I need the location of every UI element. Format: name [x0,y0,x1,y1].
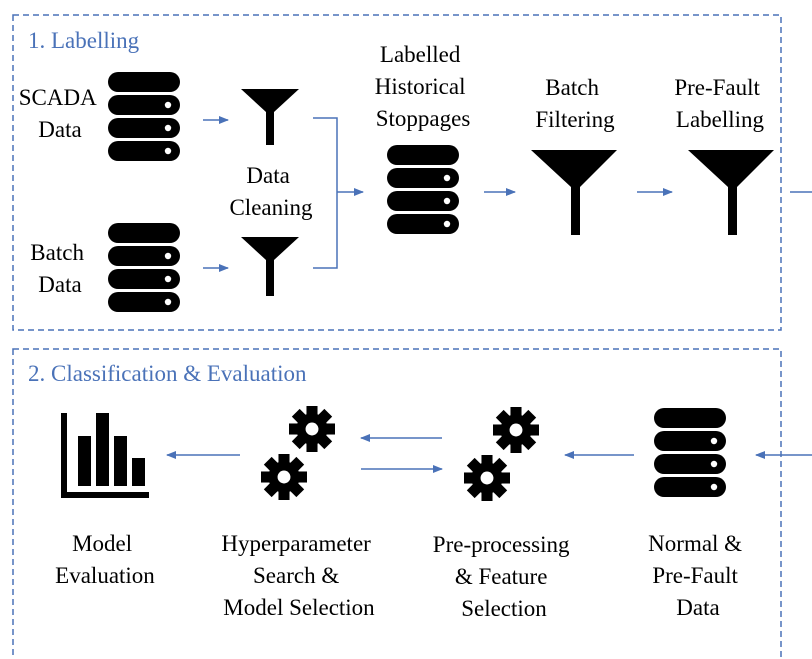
hyperparam-label: Hyperparameter Search & Model Selection [221,531,376,620]
batch-label: Batch Data [30,240,89,297]
model-eval-label: Model Evaluation [55,531,155,588]
scada-database-icon [108,72,180,161]
preproc-label: Pre-processing & Feature Selection [433,532,575,621]
preproc-gears-icon [464,407,539,501]
batch-database-icon [108,223,180,312]
prefault-funnel-icon [688,150,774,235]
cleaning-funnel-icon-top [241,89,299,145]
hyperparam-gears-icon [261,406,335,500]
stoppages-database-icon [387,145,459,234]
cleaning-label: Data Cleaning [229,163,313,220]
bar-chart-icon [61,413,149,498]
scada-label: SCADA Data [19,85,101,142]
normal-label: Normal & Pre-Fault Data [648,531,748,620]
merge-connector [313,117,338,269]
section2-title: 2. Classification & Evaluation [28,361,307,386]
prefault-label: Pre-Fault Labelling [674,75,765,132]
batch-filtering-funnel-icon [531,150,617,235]
stoppages-label: Labelled Historical Stoppages [375,42,471,131]
section1-box [12,14,782,331]
batch-filtering-label: Batch Filtering [535,75,615,132]
normal-database-icon [654,408,726,497]
cleaning-funnel-icon-bottom [241,237,299,296]
section1-title: 1. Labelling [28,28,140,53]
section2-box [12,348,782,659]
